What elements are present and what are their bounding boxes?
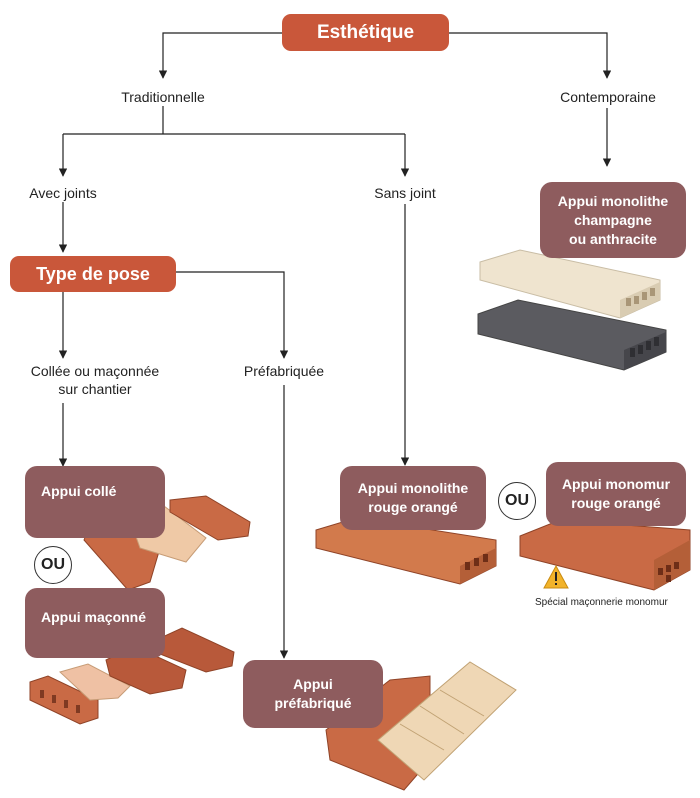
card-monolithe-rouge: Appui monolithe rouge orangé: [340, 466, 486, 530]
appui-prefabrique-image: [325, 661, 517, 791]
monolithe-champagne-image: [479, 249, 661, 319]
or-badge-right: OU: [498, 482, 536, 520]
pose-collee-line1: Collée ou maçonnée: [30, 363, 160, 379]
monolithe-anthracite-image: [477, 299, 667, 371]
type-de-pose-node: Type de pose: [10, 256, 176, 292]
card-appui-maconne-label: Appui maçonné: [41, 609, 147, 625]
edge-pose-prefab: [176, 271, 289, 359]
branch-avec-joints: Avec joints: [29, 185, 97, 201]
card-monolithe-champagne-line1: Appui monolithe: [557, 192, 669, 209]
card-monolithe-champagne-line3: ou anthracite: [569, 230, 657, 247]
card-appui-prefabrique-line2: préfabriqué: [274, 695, 352, 711]
branch-sans-joint: Sans joint: [374, 185, 436, 201]
pose-collee-maconnee: Collée ou maçonnée sur chantier: [10, 362, 180, 398]
edge-root-traditionnelle: [158, 32, 282, 79]
or-badge-left: OU: [34, 546, 72, 584]
card-monomur: Appui monomur rouge orangé: [546, 462, 686, 526]
pose-collee-line2: sur chantier: [58, 381, 132, 397]
root-label: Esthétique: [316, 21, 415, 43]
monomur-image: [519, 519, 691, 591]
root-node: Esthétique: [282, 14, 449, 51]
card-monolithe-rouge-line1: Appui monolithe: [357, 480, 469, 496]
card-monolithe-champagne-line2: champagne: [574, 211, 652, 228]
card-appui-prefabrique: Appui préfabriqué: [243, 660, 383, 728]
card-appui-prefabrique-line1: Appui: [293, 676, 333, 692]
card-monomur-line1: Appui monomur: [561, 476, 671, 492]
card-monolithe-rouge-line2: rouge orangé: [368, 499, 458, 515]
edge-root-contemporaine: [449, 32, 612, 79]
card-monolithe-champagne: Appui monolithe champagne ou anthracite: [540, 182, 686, 258]
card-appui-colle: Appui collé: [25, 466, 165, 538]
card-monomur-line2: rouge orangé: [571, 495, 661, 511]
branch-contemporaine: Contemporaine: [560, 89, 656, 105]
type-de-pose-label: Type de pose: [36, 263, 150, 284]
warning-icon: [543, 564, 569, 589]
card-appui-colle-label: Appui collé: [41, 483, 117, 499]
pose-prefabriquee: Préfabriquée: [243, 363, 325, 379]
card-appui-maconne: Appui maçonné: [25, 588, 165, 658]
warning-note: Spécial maçonnerie monomur: [535, 597, 668, 608]
branch-traditionnelle: Traditionnelle: [121, 89, 205, 105]
